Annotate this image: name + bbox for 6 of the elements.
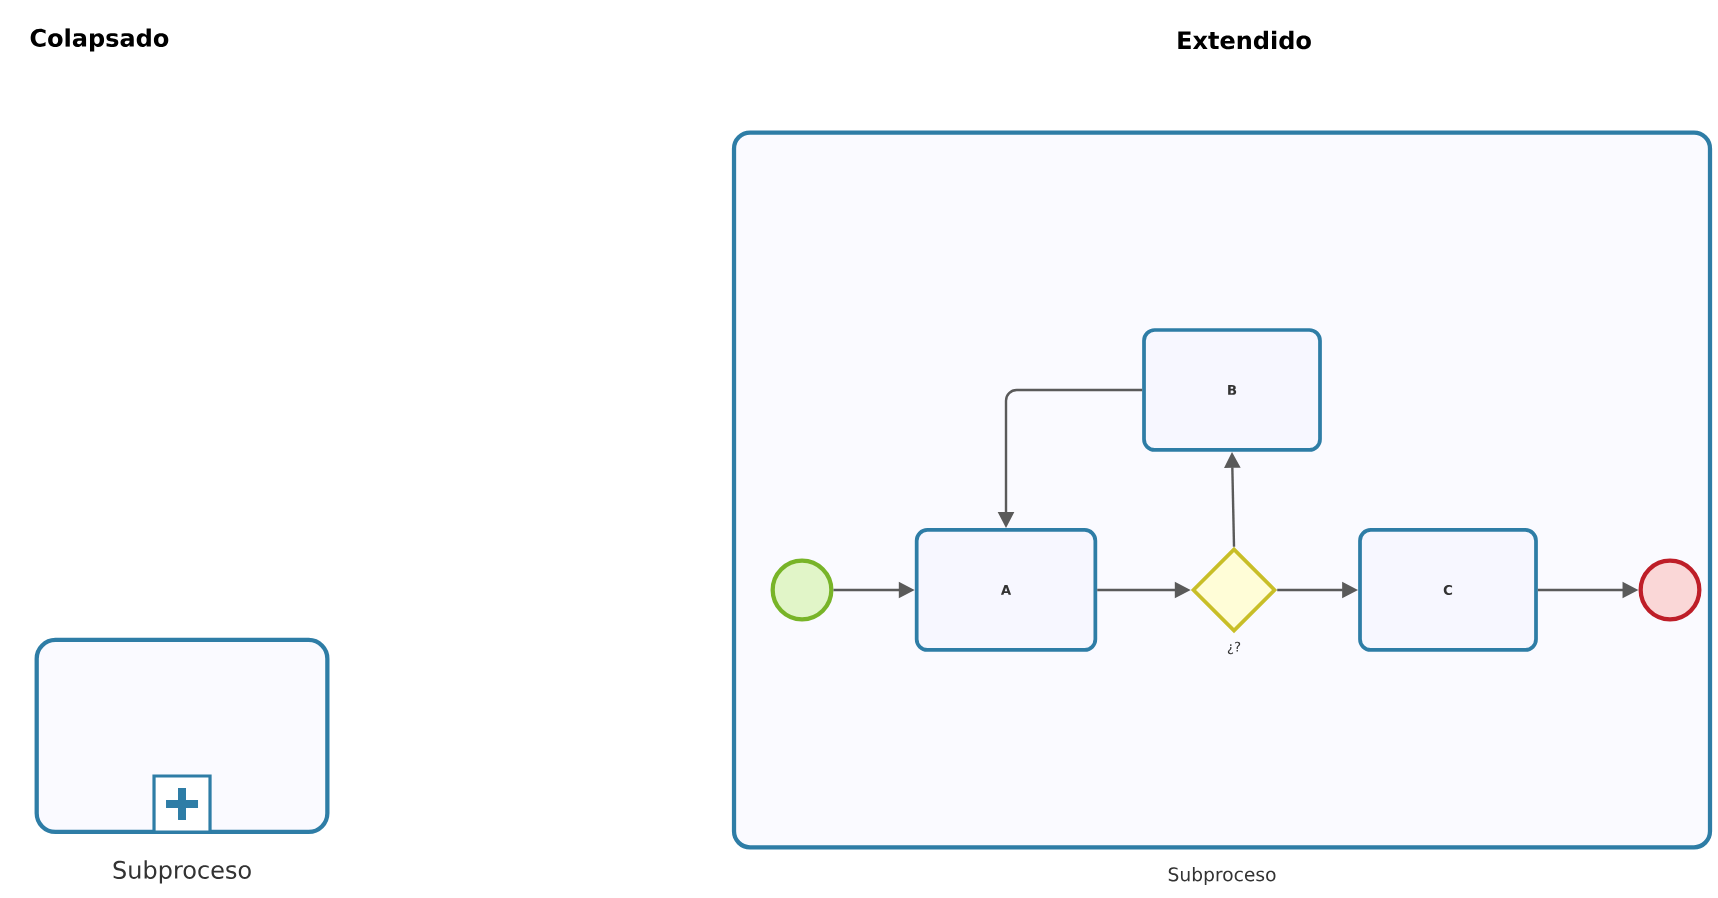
heading: Extendido [1178,30,1311,50]
start-event-circle [770,558,834,622]
subprocess-label: Subproceso [1168,866,1276,885]
subprocess-label: Subproceso [113,860,251,884]
heading: Colapsado [30,28,169,52]
end-event-circle [1638,558,1702,622]
